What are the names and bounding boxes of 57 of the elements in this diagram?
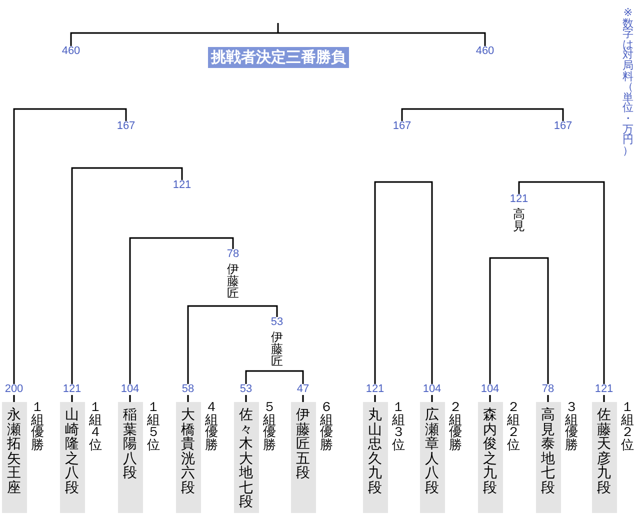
winner-name: 高見	[512, 208, 526, 232]
fee-label: 104	[120, 384, 140, 395]
bracket-line	[70, 22, 486, 47]
fee-label: 78	[226, 249, 240, 260]
group-result-label: １組５位	[146, 402, 160, 452]
bracket-line	[245, 370, 304, 384]
group-result-label: ５組優勝	[262, 402, 276, 452]
group-result-label: ４組優勝	[204, 402, 218, 452]
player-name-box: 広瀬章人八段	[420, 402, 444, 513]
group-result-label: １組４位	[88, 402, 102, 452]
fee-label: 460	[62, 46, 80, 57]
player-name-box: 大橋貴洸六段	[176, 402, 200, 513]
fee-label: 200	[4, 384, 24, 395]
player-name-box: 佐々木大地七段	[234, 402, 258, 513]
fee-label: 460	[476, 46, 494, 57]
group-result-label: １組２位	[620, 402, 634, 452]
player-name-box: 伊藤匠五段	[290, 402, 316, 513]
group-result-label: １組３位	[392, 402, 406, 452]
fee-label: 167	[554, 121, 572, 132]
bracket-line	[374, 181, 433, 384]
player-name-box: 永瀬拓矢王座	[2, 402, 26, 513]
bracket-line	[187, 305, 278, 384]
fee-label: 121	[510, 194, 528, 205]
player-name-box: 佐藤天彦九段	[592, 402, 616, 513]
bracket-line	[489, 257, 549, 384]
bracket-line	[13, 108, 127, 384]
group-result-label: １組優勝	[30, 402, 44, 452]
group-result-label: ２組２位	[506, 402, 520, 452]
player-name-box: 高見泰地七段	[536, 402, 560, 513]
bracket-line	[71, 167, 183, 384]
fee-label: 53	[270, 317, 284, 328]
player-name-box: 稲葉陽八段	[118, 402, 142, 513]
fee-label: 78	[542, 384, 554, 395]
fee-label: 121	[366, 384, 384, 395]
player-name-box: 山崎隆之八段	[60, 402, 84, 513]
fee-label: 167	[116, 121, 136, 132]
fee-label: 167	[392, 121, 412, 132]
fee-label: 53	[240, 384, 252, 395]
group-result-label: ６組優勝	[320, 402, 334, 452]
fee-label: 58	[182, 384, 194, 395]
player-name-box: 丸山忠久九段	[362, 402, 388, 513]
fee-label: 104	[422, 384, 442, 395]
fee-label: 47	[296, 384, 310, 395]
player-name-box: 森内俊之九段	[478, 402, 502, 513]
group-result-label: ２組優勝	[448, 402, 462, 452]
winner-name: 伊藤匠	[226, 263, 240, 299]
bracket-line	[401, 108, 564, 121]
winner-name: 伊藤匠	[270, 331, 284, 367]
fee-label: 121	[62, 384, 82, 395]
bracket-line	[129, 237, 234, 384]
fee-label: 104	[480, 384, 500, 395]
bracket-line	[518, 181, 605, 384]
fee-label: 121	[594, 384, 614, 395]
group-result-label: ３組優勝	[564, 402, 578, 452]
fee-label: 121	[172, 180, 192, 191]
footnote: ※数字は対局料（単位・万円）	[622, 8, 634, 156]
title-banner: 挑戦者決定三番勝負	[208, 47, 349, 68]
